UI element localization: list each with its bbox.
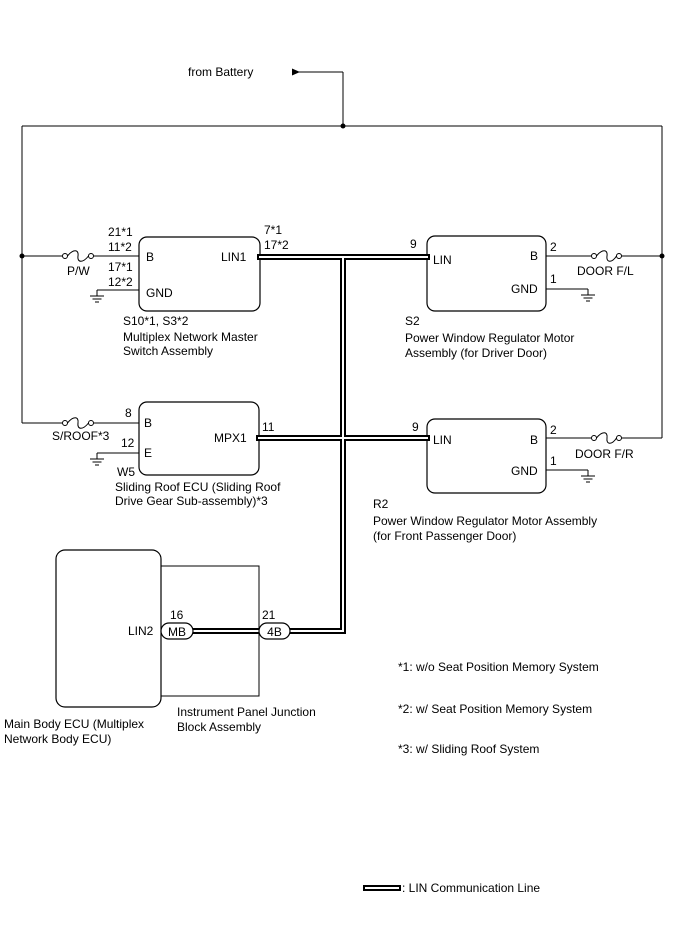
master-code: S10*1, S3*2: [123, 314, 189, 328]
roof-code: W5: [117, 465, 135, 479]
legend-label: : LIN Communication Line: [402, 881, 540, 895]
driver-b-pin-number: 2: [550, 240, 557, 254]
driver-motor-component: LIN B GND: [426, 235, 547, 312]
roof-name-line1: Sliding Roof ECU (Sliding Roof: [115, 480, 281, 494]
connector-4b-label: 4B: [267, 625, 282, 639]
master-gnd-pin-number-2: 12*2: [108, 275, 133, 289]
master-pin-gnd: GND: [146, 286, 173, 300]
master-name-line1: Multiplex Network Master: [123, 330, 258, 344]
driver-pin-b: B: [530, 249, 538, 263]
master-lin-pin-number-1: 7*1: [264, 223, 282, 237]
driver-lin-pin-number: 9: [410, 237, 417, 251]
master-gnd-pin-number-1: 17*1: [108, 260, 133, 274]
power-bus: [19, 123, 665, 438]
master-pin-lin1: LIN1: [221, 250, 247, 264]
sliding-roof-component: B E MPX1: [138, 401, 260, 476]
driver-ground-icon: [546, 288, 595, 302]
fb-pin-number: 21: [262, 608, 276, 622]
fuse-icon: [591, 432, 622, 444]
passenger-name-line2: (for Front Passenger Door): [373, 529, 516, 543]
passenger-ground-icon: [546, 469, 595, 483]
driver-pin-gnd: GND: [511, 282, 538, 296]
passenger-code: R2: [373, 497, 389, 511]
connector-mb: MB: [160, 622, 194, 640]
passenger-gnd-pin-number: 1: [550, 454, 557, 468]
roof-mpx-pin-number: 11: [262, 420, 275, 434]
roof-e-pin-number: 12: [121, 436, 135, 450]
passenger-fuse-label: DOOR F/R: [575, 447, 634, 461]
roof-pin-e: E: [144, 446, 152, 460]
master-b-wire: [22, 250, 139, 262]
passenger-pin-lin: LIN: [433, 433, 452, 447]
junction-name-line1: Instrument Panel Junction: [177, 705, 316, 719]
roof-name-line2: Drive Gear Sub-assembly)*3: [115, 494, 268, 508]
passenger-lin-pin-number: 9: [412, 420, 419, 434]
connector-mb-label: MB: [168, 625, 186, 639]
driver-name-line1: Power Window Regulator Motor: [405, 331, 574, 345]
driver-code: S2: [405, 314, 420, 328]
lin-communication-lines: [189, 254, 430, 634]
master-switch-component: B GND LIN1: [138, 236, 261, 312]
note-2: *2: w/ Seat Position Memory System: [398, 702, 592, 716]
driver-gnd-pin-number: 1: [550, 272, 557, 286]
master-b-pin-number-2: 11*2: [108, 240, 132, 254]
master-lin-pin-number-2: 17*2: [264, 238, 289, 252]
fuse-icon: [62, 250, 94, 262]
driver-fuse-label: DOOR F/L: [577, 264, 634, 278]
roof-b-pin-number: 8: [125, 406, 132, 420]
mb-pin-number: 16: [170, 608, 184, 622]
master-ground-icon: [90, 289, 139, 303]
roof-fuse-label: S/ROOF*3: [52, 429, 110, 443]
junction-name-line2: Block Assembly: [177, 720, 261, 734]
master-fuse-label: P/W: [67, 264, 90, 278]
driver-name-line2: Assembly (for Driver Door): [405, 346, 547, 360]
main-body-name-line1: Main Body ECU (Multiplex: [4, 717, 144, 731]
passenger-b-pin-number: 2: [550, 423, 557, 437]
connector-4b: 4B: [258, 622, 291, 640]
main-body-ecu-component: LIN2: [55, 549, 162, 708]
roof-pin-b: B: [144, 416, 152, 430]
note-3: *3: w/ Sliding Roof System: [398, 742, 539, 756]
roof-ground-icon: [90, 452, 139, 466]
passenger-pin-gnd: GND: [511, 464, 538, 478]
driver-pin-lin: LIN: [433, 253, 452, 267]
master-name-line2: Switch Assembly: [123, 344, 213, 358]
battery-arrow: [292, 68, 344, 126]
main-body-name-line2: Network Body ECU): [4, 732, 111, 746]
master-pin-b: B: [146, 250, 154, 264]
battery-label: from Battery: [188, 65, 253, 79]
passenger-name-line1: Power Window Regulator Motor Assembly: [373, 514, 597, 528]
roof-pin-mpx1: MPX1: [214, 431, 247, 445]
fuse-icon: [62, 417, 94, 429]
passenger-b-wire: [546, 432, 662, 444]
driver-b-wire: [546, 250, 662, 262]
roof-b-wire: [22, 417, 139, 429]
fuse-icon: [591, 250, 622, 262]
passenger-motor-component: LIN B GND: [426, 418, 547, 494]
master-b-pin-number-1: 21*1: [108, 225, 133, 239]
note-1: *1: w/o Seat Position Memory System: [398, 660, 599, 674]
passenger-pin-b: B: [530, 433, 538, 447]
main-body-pin-lin2: LIN2: [128, 624, 154, 638]
